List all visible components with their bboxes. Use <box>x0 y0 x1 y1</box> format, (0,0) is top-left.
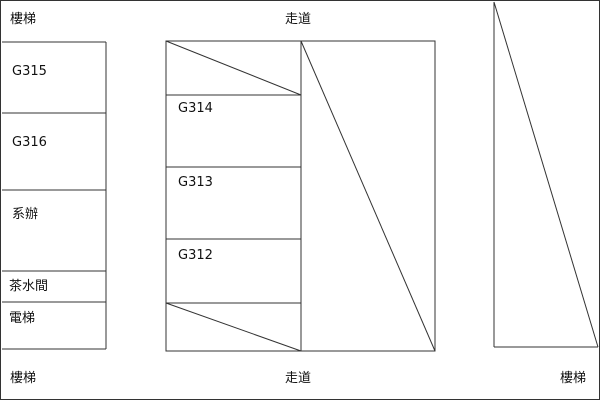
room-label-g314: G314 <box>178 101 213 116</box>
corridor-label-top: 走道 <box>285 12 312 27</box>
middle-diagonal-bottom <box>165 302 302 352</box>
right-center-diagonal <box>300 40 436 352</box>
stairs-label-top-left: 樓梯 <box>10 12 37 27</box>
left-block <box>2 41 107 350</box>
corridor-label-bottom: 走道 <box>285 371 312 386</box>
room-label-g312: G312 <box>178 248 213 263</box>
room-label-g316: G316 <box>12 135 47 150</box>
far-right-diagonal <box>493 1 599 348</box>
stairs-label-bottom-left: 樓梯 <box>10 371 37 386</box>
room-label-elevator: 電梯 <box>9 311 36 326</box>
room-label-pantry: 茶水間 <box>9 279 49 294</box>
room-label-g313: G313 <box>178 175 213 190</box>
right-center-outline <box>300 40 436 352</box>
middle-block <box>165 40 302 352</box>
room-label-g315: G315 <box>12 64 47 79</box>
room-label-department-office: 系辦 <box>12 207 39 222</box>
right-center-block <box>300 40 436 352</box>
stairs-label-bottom-right: 樓梯 <box>560 371 587 386</box>
middle-diagonal-top <box>165 40 302 96</box>
far-right-block <box>493 1 599 348</box>
middle-block-outline <box>165 40 302 352</box>
